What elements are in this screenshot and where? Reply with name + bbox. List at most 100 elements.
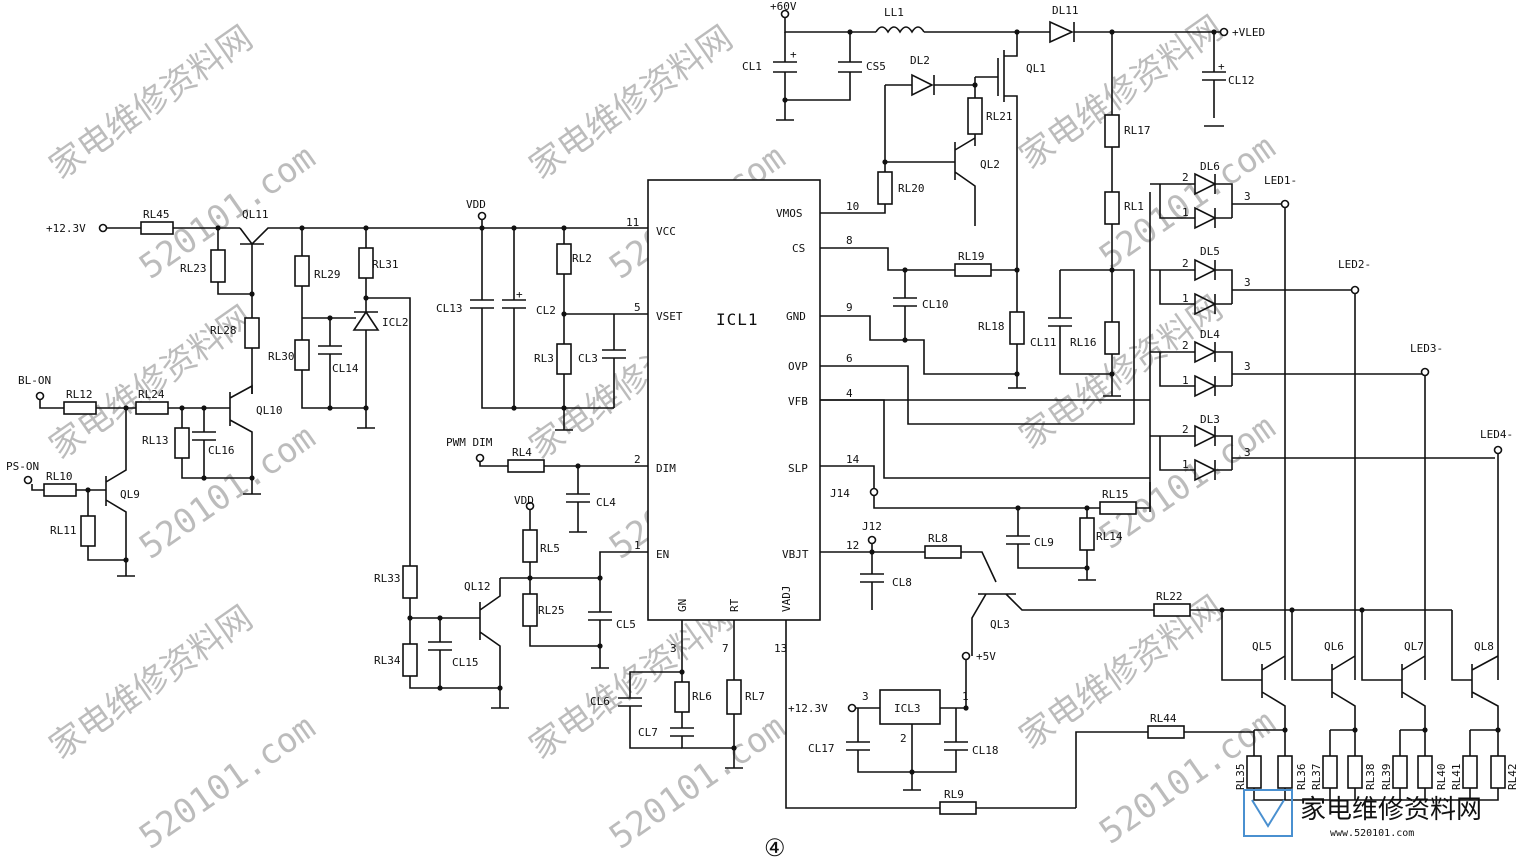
capacitor-label: CL16 <box>208 444 235 457</box>
pin-label-vfb: VFB <box>788 395 808 408</box>
resistor-label: RL16 <box>1070 336 1097 349</box>
transistor-label: QL6 <box>1324 640 1344 653</box>
resistor-rl13 <box>174 427 190 459</box>
diode-pin: 2 <box>1182 257 1189 270</box>
transistor-label: QL2 <box>980 158 1000 171</box>
inductor-label: LL1 <box>884 6 904 19</box>
resistor-label: RL39 <box>1380 764 1393 791</box>
resistor-label: RL13 <box>142 434 169 447</box>
resistor-rl35 <box>1246 755 1262 789</box>
net-label-led1: LED1- <box>1264 174 1297 187</box>
resistor-rl41 <box>1462 755 1478 789</box>
dual-diode-dl5: DL5 2 1 3 <box>1150 245 1251 316</box>
capacitor-cl1 <box>773 32 797 100</box>
transistor-ql5: QL5 <box>1252 640 1286 760</box>
dual-diode-dl6: DL6 2 1 3 <box>1150 160 1251 230</box>
resistor-rl19 <box>954 263 992 277</box>
capacitor-label: CL1 <box>742 60 762 73</box>
resistor-label: RL5 <box>540 542 560 555</box>
resistor-rl31 <box>358 247 374 279</box>
transistor-label: QL3 <box>990 618 1010 631</box>
net-label-vdd2: VDD <box>514 494 534 507</box>
transistor-label: QL9 <box>120 488 140 501</box>
resistor-label: RL3 <box>534 352 554 365</box>
resistor-label: RL38 <box>1364 764 1377 791</box>
pin-number: 2 <box>634 453 641 466</box>
resistor-rl17 <box>1104 114 1120 148</box>
led-current-sinks: QL5 QL6 QL7 QL8 RL35 RL36 RL37 RL38 RL39… <box>1075 610 1519 808</box>
transistor-ql8: QL8 <box>1471 640 1499 760</box>
capacitor-label: CL4 <box>596 496 616 509</box>
resistor-rl42 <box>1490 755 1506 789</box>
resistor-rl30 <box>294 339 310 371</box>
diode-pin: 3 <box>1244 360 1251 373</box>
net-label-12v-b: +12.3V <box>788 702 828 715</box>
pin-label-en: EN <box>656 548 669 561</box>
transistor-ql2: QL2 <box>885 137 1000 226</box>
resistor-label: RL8 <box>928 532 948 545</box>
pin-label-vadj: VADJ <box>780 586 793 613</box>
net-label-j14: J14 <box>830 487 850 500</box>
cap-polarity: + <box>790 48 797 61</box>
cap-polarity: + <box>516 288 523 301</box>
capacitor-label: CL18 <box>972 744 999 757</box>
resistor-rl25 <box>522 593 538 627</box>
net-label-ps-on: PS-ON <box>6 460 39 473</box>
resistor-label: RL25 <box>538 604 565 617</box>
pin-number: 8 <box>846 234 853 247</box>
resistor-rl28 <box>244 317 260 349</box>
diode-dl2 <box>885 73 975 97</box>
diode-pin: 1 <box>1182 292 1189 305</box>
capacitor-label: CS5 <box>866 60 886 73</box>
icl3-regulator: +12.3V ICL3 3 1 2 CL17 CL18 RL9 <box>785 620 1076 815</box>
pin-number: 11 <box>626 216 639 229</box>
resistor-label: RL22 <box>1156 590 1183 603</box>
watermark-url: 520101.com <box>132 707 323 857</box>
diode-pin: 3 <box>1244 276 1251 289</box>
pin-number: 5 <box>634 301 641 314</box>
transistor-label: QL10 <box>256 404 283 417</box>
resistor-label: RL19 <box>958 250 985 263</box>
logo-text: 家电维修资料网 <box>1300 795 1482 825</box>
resistor-rl5 <box>522 529 538 563</box>
net-label-led3: LED3- <box>1410 342 1443 355</box>
transistor-label: QL11 <box>242 208 269 221</box>
pin-label-rt: RT <box>728 598 741 612</box>
resistor-rl44 <box>1147 725 1185 739</box>
capacitor-label: CL12 <box>1228 74 1255 87</box>
cap-polarity: + <box>1218 60 1225 73</box>
diode-label: DL3 <box>1200 413 1220 426</box>
pin-label-gn: GN <box>676 599 689 612</box>
watermark-cn: 家电维修资料网 <box>42 598 260 767</box>
figure-number: ④ <box>764 834 786 862</box>
resistor-rl7 <box>726 679 742 715</box>
diode-label: DL5 <box>1200 245 1220 258</box>
diode-dl11 <box>1049 20 1074 44</box>
resistor-rl4 <box>507 459 545 473</box>
resistor-label: RL44 <box>1150 712 1177 725</box>
diode-label: DL2 <box>910 54 930 67</box>
logo-url: www.520101.com <box>1330 828 1414 839</box>
capacitor-label: CL2 <box>536 304 556 317</box>
pin-number: 14 <box>846 453 860 466</box>
diode-pin: 1 <box>1182 374 1189 387</box>
pin-label-dim: DIM <box>656 462 676 475</box>
transistor-ql6: QL6 <box>1324 640 1356 760</box>
resistor-rl10 <box>43 483 77 497</box>
current-sense-stage: J12 CL8 RL8 CL9 RL14 QL3 RL22 +5V <box>820 508 1452 711</box>
resistor-label: RL30 <box>268 350 295 363</box>
regulator-label: ICL2 <box>382 316 409 329</box>
resistor-label: RL4 <box>512 446 532 459</box>
resistor-label: RL35 <box>1234 764 1247 791</box>
inductor-ll1 <box>875 26 925 34</box>
capacitor-label: CL14 <box>332 362 359 375</box>
resistor-rl11 <box>80 515 96 547</box>
pin-number: 3 <box>670 642 677 655</box>
dual-diode-dl4: DL4 2 1 3 <box>1150 328 1251 398</box>
resistor-rl45 <box>140 221 174 235</box>
resistor-label: RL40 <box>1435 764 1448 791</box>
resistor-rl33 <box>402 565 418 599</box>
resistor-rl8 <box>924 545 962 559</box>
pin-number: 6 <box>846 352 853 365</box>
